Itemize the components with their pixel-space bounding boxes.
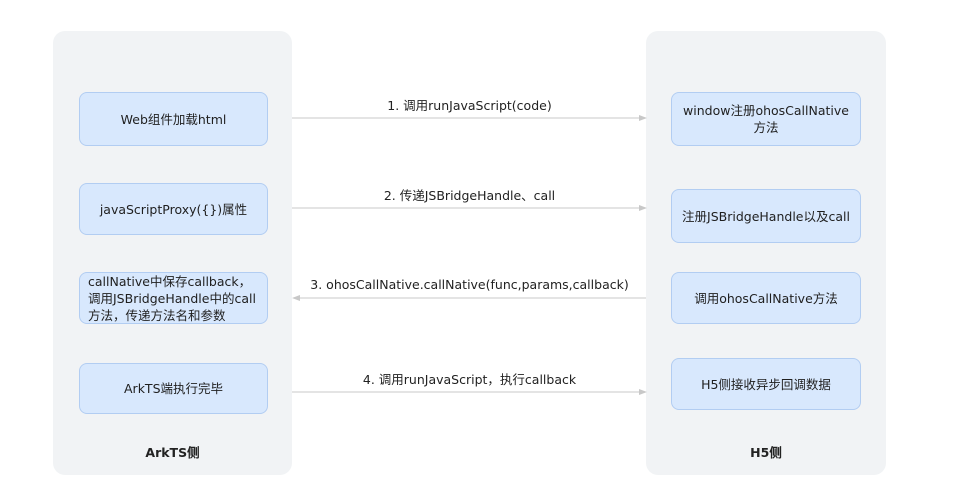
h5-panel-title: H5侧 [750, 445, 782, 460]
h5-box-register-jsbridge: 注册JSBridgeHandle以及call [671, 189, 861, 243]
arrow-1 [292, 115, 647, 121]
h5-box-call-callnative: 调用ohosCallNative方法 [671, 272, 861, 324]
arrow-2 [292, 205, 647, 211]
h5-box-register-callnative: window注册ohosCallNative方法 [671, 92, 861, 146]
arrow-4-label: 4. 调用runJavaScript，执行callback [362, 372, 577, 387]
arrow-3 [292, 295, 646, 301]
arrow-1-label: 1. 调用runJavaScript(code) [387, 98, 552, 113]
arkts-box-callnative: callNative中保存callback，调用JSBridgeHandle中的… [79, 272, 268, 324]
arkts-box-complete: ArkTS端执行完毕 [79, 363, 268, 414]
arrow-2-head [639, 205, 647, 211]
arrow-3-head [292, 295, 300, 301]
arkts-panel-title: ArkTS侧 [145, 445, 200, 460]
arrow-2-label: 2. 传递JSBridgeHandle、call [383, 188, 556, 203]
arkts-box-javascriptproxy: javaScriptProxy({})属性 [79, 183, 268, 235]
arrow-4 [292, 389, 647, 395]
arrow-1-head [639, 115, 647, 121]
arkts-box-load-html: Web组件加载html [79, 92, 268, 146]
h5-box-receive-callback: H5侧接收异步回调数据 [671, 358, 861, 410]
arrow-3-label: 3. ohosCallNative.callNative(func,params… [310, 277, 629, 292]
arrow-4-head [639, 389, 647, 395]
